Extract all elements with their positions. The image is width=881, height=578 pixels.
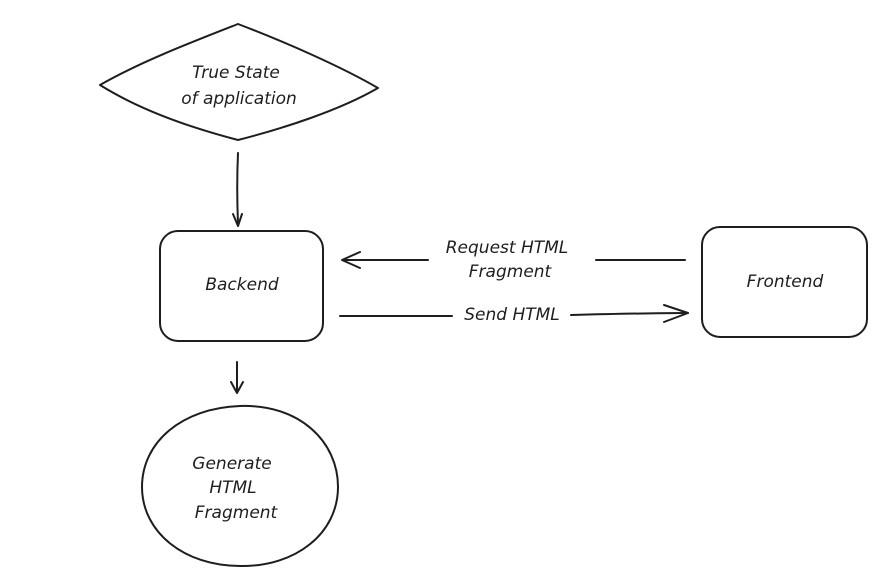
generate-label-line-3: Fragment <box>195 503 279 523</box>
frontend-node: Frontend <box>701 226 868 338</box>
backend-node: Backend <box>159 230 324 342</box>
send-edge-label: Send HTML <box>464 305 560 325</box>
frontend-label: Frontend <box>747 272 824 292</box>
true-state-diamond <box>99 23 379 141</box>
send-edge-arrowhead <box>663 304 689 323</box>
send-edge-line-right <box>570 312 689 316</box>
true-state-label-line-1: True State <box>192 63 280 83</box>
generate-node: Generate HTML Fragment <box>141 404 339 568</box>
request-edge-label-line-2: Fragment <box>469 262 553 282</box>
generate-circle <box>141 404 339 568</box>
true-state-node: True State of application <box>99 23 379 141</box>
generate-label-line-1: Generate <box>192 454 271 474</box>
arrow-true-state-to-backend <box>232 152 243 227</box>
arrow-true-state-to-backend-head <box>232 213 243 227</box>
send-edge: Send HTML <box>339 304 689 325</box>
request-edge-arrowhead <box>341 251 361 269</box>
frontend-box <box>701 226 868 338</box>
true-state-label-line-2: of application <box>181 89 297 109</box>
backend-box <box>159 230 324 342</box>
arrow-true-state-to-backend-shaft <box>236 152 239 225</box>
arrow-backend-to-generate-head <box>230 381 244 394</box>
backend-label: Backend <box>205 275 279 295</box>
arrow-backend-to-generate <box>230 361 244 394</box>
generate-label-line-2: HTML <box>209 478 256 498</box>
request-edge-label-line-1: Request HTML <box>446 238 569 258</box>
request-edge: Request HTML Fragment <box>341 238 686 282</box>
